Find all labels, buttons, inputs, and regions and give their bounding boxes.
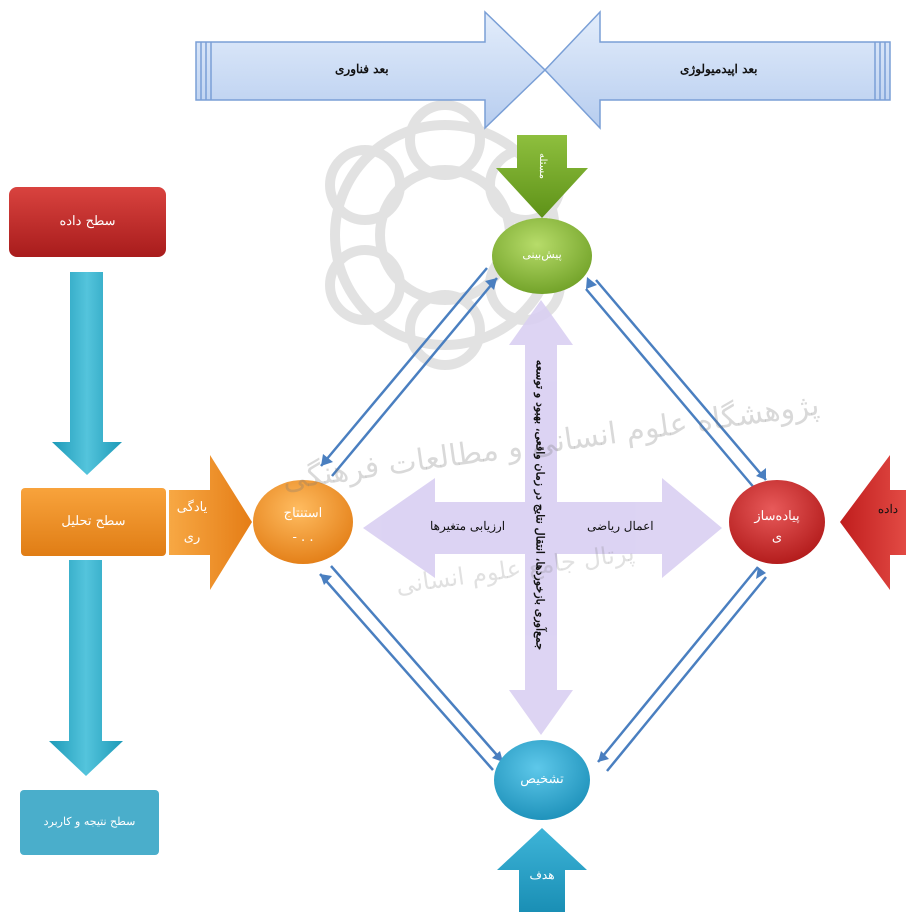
problem-arrow-label: مسئله xyxy=(537,153,548,179)
feedback-label: جمع‌آوری بازخوردها، انتقال نتایج در زمان… xyxy=(533,359,547,651)
prediction-node-label: پیش‌بینی xyxy=(522,248,562,261)
tech-dimension-arrow xyxy=(195,10,547,130)
goal-input-arrow xyxy=(497,828,587,912)
inference-node xyxy=(253,480,353,564)
learning-arrow-label: یادگی xyxy=(176,500,208,515)
epidemiology-dimension-label: بعد اپیدمیولوژی xyxy=(680,62,758,76)
prediction-node xyxy=(492,218,592,294)
learning-arrow xyxy=(169,455,252,590)
data-level-label: سطح داده xyxy=(59,214,116,229)
center-cross-arrow xyxy=(363,300,722,735)
epidemiology-dimension-arrow xyxy=(543,10,891,130)
result-level-label: سطح نتیجه و کاربرد xyxy=(43,815,136,828)
learning-arrow-label-2: ری xyxy=(183,530,201,545)
inference-node-label-2: - . . xyxy=(292,530,314,545)
data-input-arrow xyxy=(840,455,906,590)
tech-dimension-label: بعد فناوری xyxy=(335,62,389,76)
variable-evaluation-label: ارزیابی متغیرها xyxy=(430,519,506,533)
diagnosis-node xyxy=(494,740,590,820)
goal-arrow-label: هدف xyxy=(529,868,555,882)
result-level-box xyxy=(20,790,159,855)
implementation-node xyxy=(729,480,825,564)
data-arrow-label: داده xyxy=(877,502,899,516)
math-operations-label: اعمال ریاضی xyxy=(587,519,654,533)
connector-arrows xyxy=(319,267,767,772)
inference-node-label: استنتاج xyxy=(283,506,323,521)
data-level-box xyxy=(9,187,166,257)
implementation-node-label-2: ی xyxy=(771,530,783,545)
implementation-node-label: پیاده‌ساز xyxy=(754,509,800,524)
problem-input-arrow xyxy=(496,135,588,218)
connector-arrowheads xyxy=(320,277,766,762)
data-to-analysis-arrow xyxy=(52,272,122,475)
analysis-to-result-arrow xyxy=(49,560,123,776)
analysis-level-box xyxy=(21,488,166,556)
diagnosis-node-label: تشخیص xyxy=(520,772,564,787)
analysis-level-label: سطح تحلیل xyxy=(61,514,126,529)
